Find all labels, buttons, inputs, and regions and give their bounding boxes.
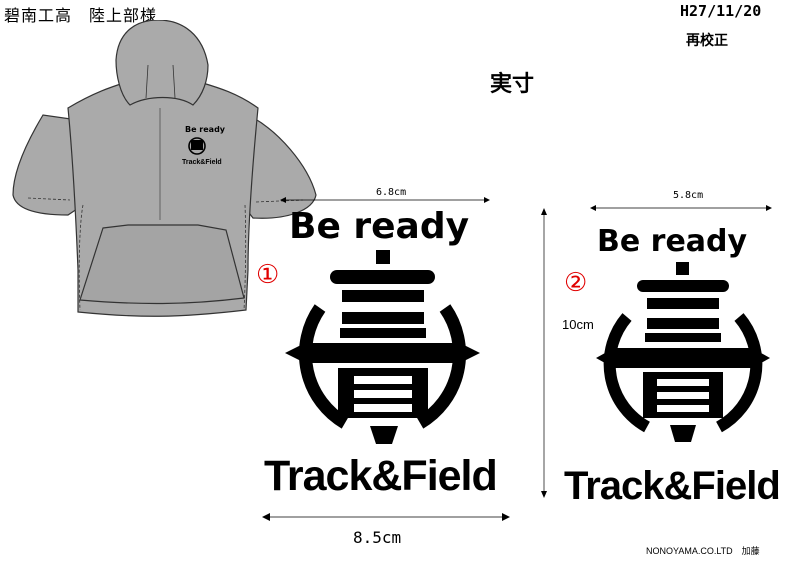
hoodie-print-emblem [188,137,206,155]
design-1-width-top-arrow [280,197,490,203]
design-2-width-top-arrow [590,205,772,211]
design-1-overall-width-arrow [262,513,510,521]
hoodie-print-track-field: Track&Field [182,159,222,166]
design-2-height: 10cm [562,317,594,332]
design-2-be-ready-text: Be ready [597,224,748,259]
design-2-number: ② [564,268,588,298]
design-1-width-overall: 8.5cm [353,528,402,547]
maker-credit: NONOYAMA.CO.LTD 加藤 [646,546,760,556]
design-1-number: ① [256,260,280,290]
design-2-emblem [596,262,770,442]
hoodie-illustration: Be ready Track&Field [12,20,317,317]
school-club-name: 碧南工高 陸上部様 [4,6,158,25]
design-2-track-field-text: Track&Field [564,464,781,508]
design-2-height-arrow [541,208,547,498]
hoodie-print-be-ready: Be ready [185,125,226,134]
design-1-be-ready-text: Be ready [289,206,470,247]
revision-label: 再校正 [686,33,728,49]
actual-size-label: 実寸 [490,72,535,97]
design-2-width-top: 5.8cm [673,190,704,201]
proof-date: H27/11/20 [680,2,762,20]
design-1-track-field-text: Track&Field [264,452,498,500]
design-1-emblem [285,250,480,444]
design-1-width-top: 6.8cm [376,187,407,198]
